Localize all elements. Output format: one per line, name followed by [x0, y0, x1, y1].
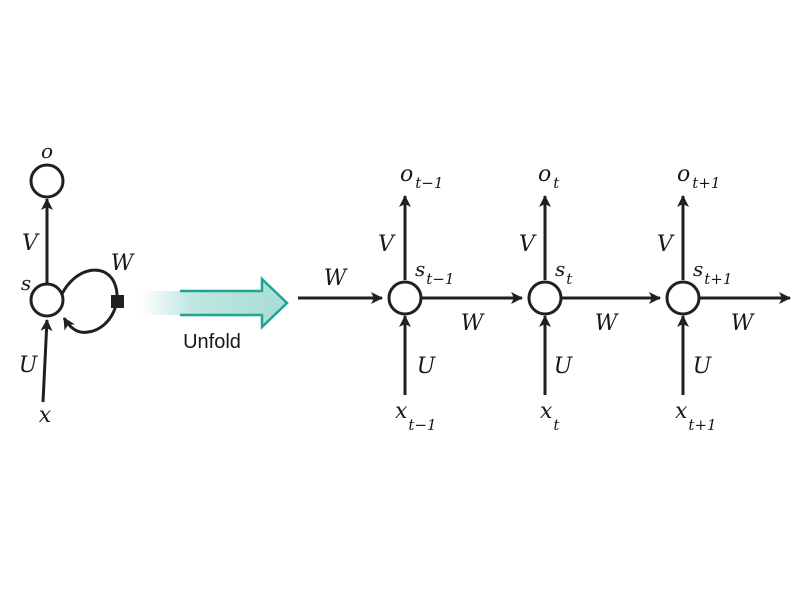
folded-state-label: s: [21, 271, 31, 295]
state-sub-prev: t−1: [426, 270, 454, 288]
folded-network: o V s W U x: [19, 139, 136, 428]
state-label-prev: st−1: [415, 257, 454, 288]
folded-input-weight: U: [19, 353, 39, 378]
state-base-next: s: [693, 257, 703, 281]
state-sub-current: t: [566, 270, 573, 288]
folded-recurrent-edge: [60, 268, 119, 334]
incoming-weight: W: [324, 266, 349, 291]
output-weight-current: V: [519, 232, 537, 257]
folded-output-label: o: [41, 139, 53, 163]
input-weight-prev: U: [417, 354, 437, 379]
folded-output-weight: V: [22, 231, 40, 256]
unfold-arrow-outline: [180, 276, 289, 330]
input-weight-next: U: [693, 354, 713, 379]
input-base-current: x: [540, 399, 553, 424]
input-sub-prev: t−1: [408, 416, 436, 434]
state-base-prev: s: [415, 257, 425, 281]
output-base-prev: o: [400, 162, 413, 187]
folded-recurrent-weight: W: [111, 251, 136, 276]
transition-weight-next: W: [731, 311, 756, 336]
state-label-next: st+1: [693, 257, 732, 288]
state-label-current: st: [555, 257, 573, 288]
folded-input-label: x: [39, 403, 52, 428]
folded-delay-square: [111, 295, 124, 308]
input-label-prev: xt−1: [395, 399, 437, 434]
folded-output-node: [29, 163, 65, 199]
output-sub-prev: t−1: [415, 174, 443, 192]
state-node-next: [665, 280, 701, 316]
state-base-current: s: [555, 257, 565, 281]
output-sub-next: t+1: [692, 174, 720, 192]
state-sub-next: t+1: [704, 270, 732, 288]
input-label-current: xt: [540, 399, 560, 434]
unfold-arrow-fill: [140, 279, 287, 327]
state-node-prev: [387, 280, 423, 316]
state-node-current: [527, 280, 563, 316]
input-weight-current: U: [554, 354, 574, 379]
input-base-prev: x: [395, 399, 408, 424]
folded-input-edge: [40, 319, 53, 403]
input-sub-current: t: [553, 416, 560, 434]
folded-state-node: [29, 282, 65, 318]
unfold-transition: Unfold: [140, 276, 289, 353]
output-weight-next: V: [657, 232, 675, 257]
transition-weight-prev: W: [461, 311, 486, 336]
output-weight-prev: V: [378, 232, 396, 257]
unfold-label: Unfold: [183, 331, 241, 353]
output-base-current: o: [538, 162, 551, 187]
input-base-next: x: [675, 399, 688, 424]
output-sub-current: t: [553, 174, 560, 192]
input-label-next: xt+1: [675, 399, 717, 434]
transition-weight-current: W: [595, 311, 620, 336]
input-sub-next: t+1: [688, 416, 716, 434]
output-base-next: o: [677, 162, 690, 187]
